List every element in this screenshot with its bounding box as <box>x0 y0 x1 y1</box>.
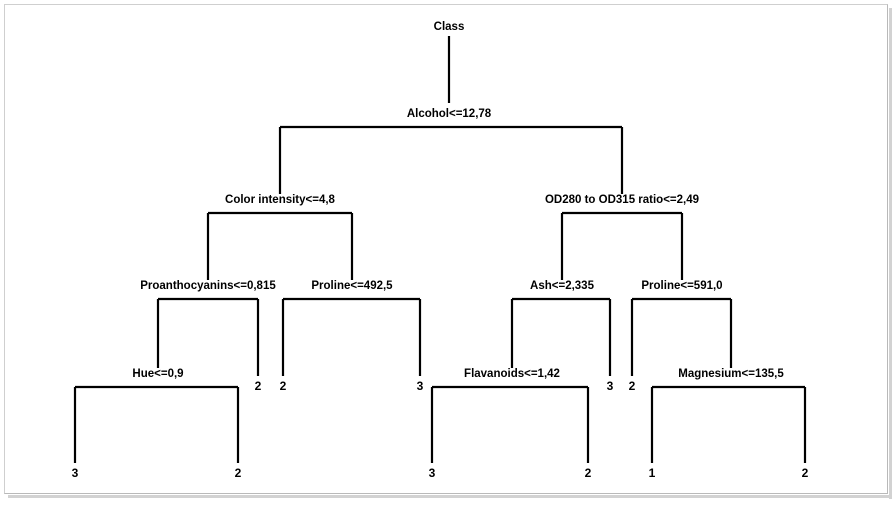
tree-split-label: Flavanoids<=1,42 <box>464 368 560 380</box>
tree-leaf-label: 3 <box>72 466 79 480</box>
frame-shadow-bottom <box>8 495 892 498</box>
tree-split-label: Proline<=492,5 <box>311 280 393 292</box>
tree-leaf-label: 2 <box>255 379 262 393</box>
tree-leaf-label: 3 <box>607 379 614 393</box>
tree-leaf-label: 1 <box>649 466 656 480</box>
frame-shadow-right <box>889 8 892 499</box>
tree-leaf-label: 2 <box>629 379 636 393</box>
diagram-frame <box>4 4 888 494</box>
tree-split-label: Alcohol<=12,78 <box>407 108 492 120</box>
tree-leaf-label: 3 <box>417 379 424 393</box>
tree-split-label: Hue<=0,9 <box>132 368 183 380</box>
tree-split-label: Ash<=2,335 <box>530 280 595 292</box>
tree-leaf-label: 2 <box>802 466 809 480</box>
tree-root-label: Class <box>434 21 465 33</box>
tree-split-label: Color intensity<=4,8 <box>225 194 336 206</box>
tree-split-label: Proline<=591,0 <box>641 280 722 292</box>
tree-edge-layer <box>73 36 807 463</box>
tree-leaf-label: 3 <box>429 466 436 480</box>
tree-split-label: Proanthocyanins<=0,815 <box>140 280 276 292</box>
tree-split-label: Magnesium<=135,5 <box>678 368 784 380</box>
tree-leaf-label: 2 <box>280 379 287 393</box>
tree-split-label: OD280 to OD315 ratio<=2,49 <box>545 194 699 206</box>
tree-leaf-label: 2 <box>585 466 592 480</box>
tree-leaf-label: 2 <box>235 466 242 480</box>
